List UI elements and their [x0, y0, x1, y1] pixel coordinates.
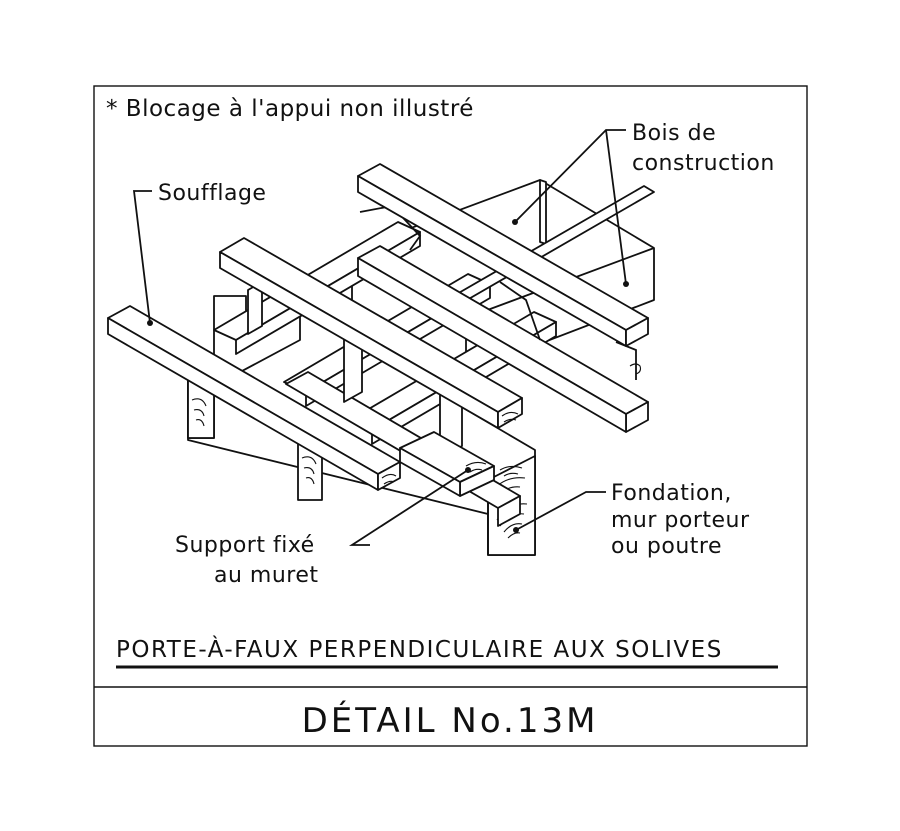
- label-fondation-line1: Fondation,: [611, 481, 732, 506]
- label-bois-line1: Bois de: [632, 121, 716, 146]
- label-support-line1: Support fixé: [175, 533, 315, 558]
- detail-caption: PORTE-À-FAUX PERPENDICULAIRE AUX SOLIVES: [116, 635, 723, 663]
- callout-bois: Bois de construction: [512, 121, 775, 287]
- callout-soufflage: Soufflage: [132, 181, 266, 326]
- cantilever-joists: [285, 205, 649, 527]
- callout-fondation: Fondation, mur porteur ou poutre: [513, 481, 750, 559]
- label-fondation-line3: ou poutre: [611, 534, 722, 559]
- label-fondation-line2: mur porteur: [611, 508, 750, 533]
- callout-support: Support fixé au muret: [175, 467, 471, 588]
- note-text: * Blocage à l'appui non illustré: [106, 96, 474, 122]
- detail-title: DÉTAIL No.13M: [302, 700, 599, 741]
- label-soufflage: Soufflage: [158, 181, 266, 206]
- framing-illustration: [107, 163, 655, 556]
- lumber-member: [357, 163, 649, 347]
- drawing-frame: [93, 85, 808, 747]
- middle-plate-member: [219, 237, 523, 429]
- label-bois-line2: construction: [632, 151, 775, 176]
- label-support-line2: au muret: [214, 563, 319, 588]
